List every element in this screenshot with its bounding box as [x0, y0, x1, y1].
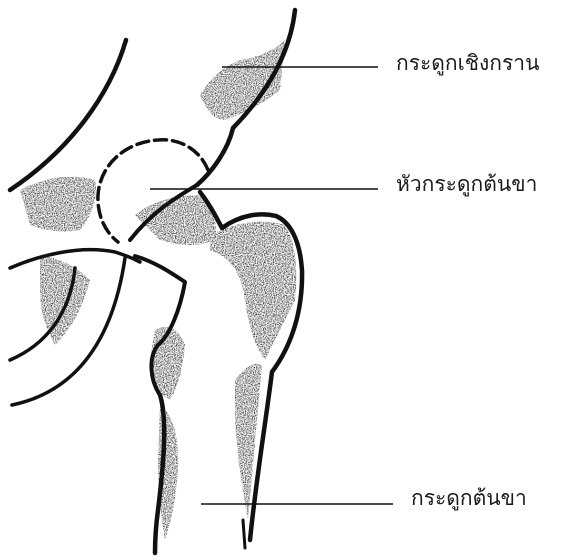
label-femur: กระดูกต้นขา — [411, 488, 527, 509]
pelvis-lower-contour — [10, 250, 140, 268]
pelvis-outer-contour — [10, 40, 126, 190]
bone-shading — [20, 40, 296, 540]
label-pelvis: กระดูกเชิงกราน — [396, 53, 539, 74]
label-femoral-head: หัวกระดูกต้นขา — [396, 174, 537, 195]
femur-shaft-end — [243, 520, 245, 548]
